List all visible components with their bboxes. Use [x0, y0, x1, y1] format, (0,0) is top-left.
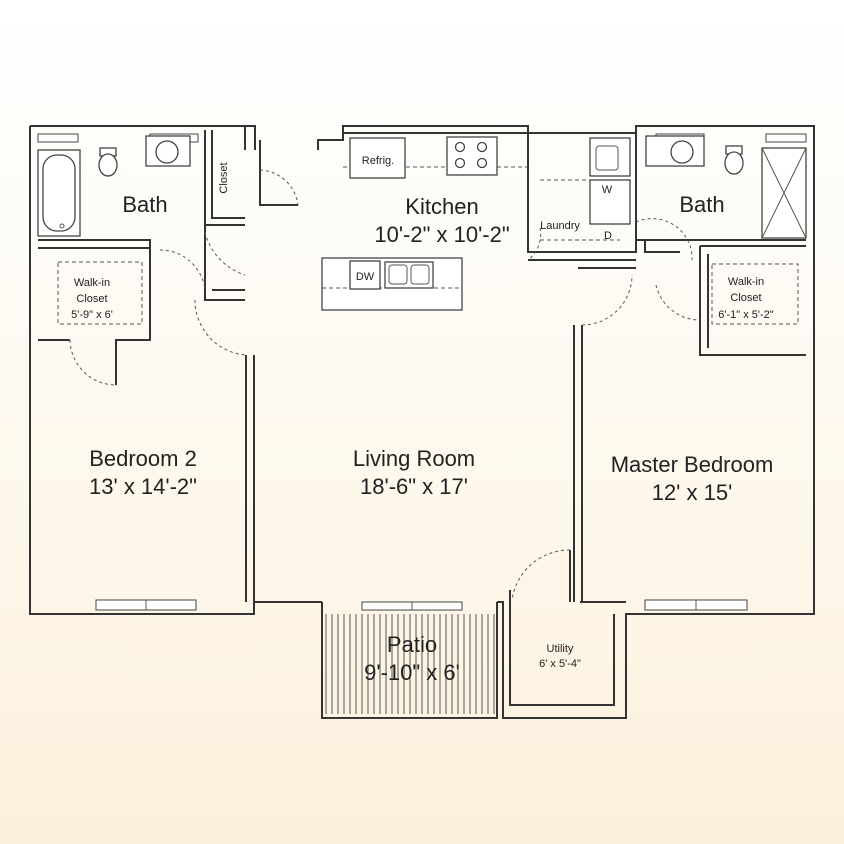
bedroom2-dims: 13' x 14'-2" — [89, 474, 197, 499]
patio-railing — [325, 614, 495, 714]
patio-dims: 9'-10" x 6' — [364, 660, 460, 685]
left-bath-fixtures — [37, 135, 191, 237]
bath-right-label: Bath — [679, 192, 724, 217]
kitchen-label: Kitchen — [405, 194, 478, 219]
living-room-label: Living Room — [353, 446, 475, 471]
walkin-left-dims: 5'-9" x 6' — [71, 309, 113, 321]
kitchen-dims: 10'-2" x 10'-2" — [374, 222, 509, 247]
walk-in-closet-shelf-left — [57, 261, 143, 325]
kitchen-fixtures — [321, 136, 528, 311]
interior-walls — [38, 126, 806, 706]
walkin-right-label-1: Walk-in — [728, 276, 764, 288]
master-bedroom-label: Master Bedroom — [611, 452, 774, 477]
patio-label: Patio — [387, 632, 437, 657]
door-swings — [69, 169, 701, 601]
dryer-label: D — [604, 230, 612, 242]
utility-label: Utility — [547, 643, 574, 655]
walk-in-closet-shelf-right — [711, 263, 799, 325]
living-room-dims: 18'-6" x 17' — [360, 474, 468, 499]
toilet-icon — [98, 153, 118, 177]
laundry-fixtures — [540, 137, 631, 241]
refrigerator-label: Refrig. — [362, 155, 394, 167]
master-bedroom-dims: 12' x 15' — [652, 480, 733, 505]
utility-dims: 6' x 5'-4" — [539, 658, 581, 670]
walkin-left-label-1: Walk-in — [74, 277, 110, 289]
outer-walls — [29, 125, 815, 719]
walkin-left-label-2: Closet — [76, 293, 107, 305]
room-labels: Bath Closet Walk-in Closet 5'-9" x 6' Ki… — [71, 155, 774, 685]
washer-icon — [589, 179, 631, 225]
dishwasher-label: DW — [356, 271, 375, 283]
walkin-right-dims: 6'-1" x 5'-2" — [718, 309, 774, 321]
refrigerator-icon — [349, 137, 406, 179]
dishwasher-icon — [349, 260, 381, 290]
toilet-icon — [724, 151, 744, 175]
closet-label: Closet — [218, 162, 230, 193]
bedroom2-label: Bedroom 2 — [89, 446, 197, 471]
stove-icon — [446, 136, 498, 176]
walkin-right-label-2: Closet — [730, 292, 761, 304]
washer-label: W — [602, 184, 613, 196]
right-bath-fixtures — [645, 135, 807, 239]
laundry-label: Laundry — [540, 220, 580, 232]
bath-left-label: Bath — [122, 192, 167, 217]
